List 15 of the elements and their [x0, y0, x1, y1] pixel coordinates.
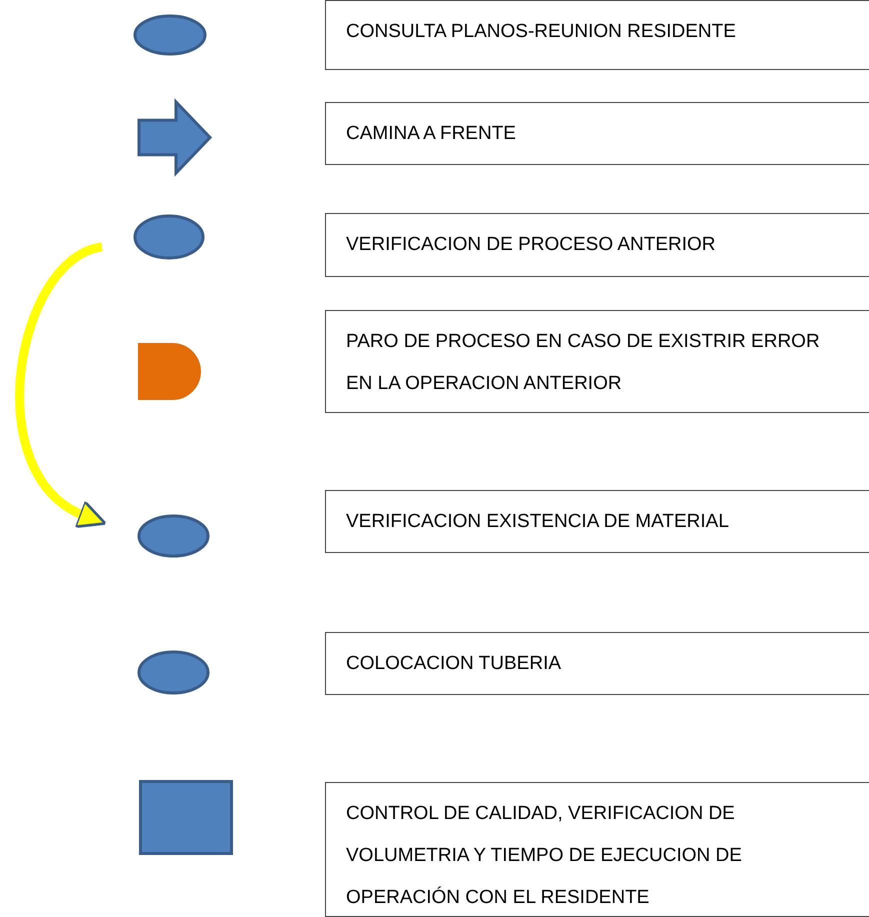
text-box — [325, 213, 869, 277]
step-text: CONTROL DE CALIDAD, VERIFICACION DE VOLUMETRIA Y TIEMPO DE EJECUCION DE OPERACIÓN CON EL RESIDENTE — [346, 802, 743, 910]
text-box — [325, 490, 869, 553]
step-text: COLOCACION TUBERIA — [346, 652, 562, 676]
text-box — [325, 310, 869, 413]
step-text: VERIFICACION EXISTENCIA DE MATERIAL — [346, 510, 730, 534]
text-box — [325, 632, 869, 695]
text-box — [325, 782, 869, 917]
step-text: CONSULTA PLANOS-REUNION RESIDENTE — [346, 20, 737, 44]
text-box — [325, 0, 869, 70]
text-box — [325, 102, 869, 165]
step-text: PARO DE PROCESO EN CASO DE EXISTRIR ERROR EN LA OPERACION ANTERIOR — [346, 330, 821, 396]
step-text: CAMINA A FRENTE — [346, 122, 517, 146]
step-text: VERIFICACION DE PROCESO ANTERIOR — [346, 233, 716, 257]
curved-arrow — [15, 242, 106, 528]
